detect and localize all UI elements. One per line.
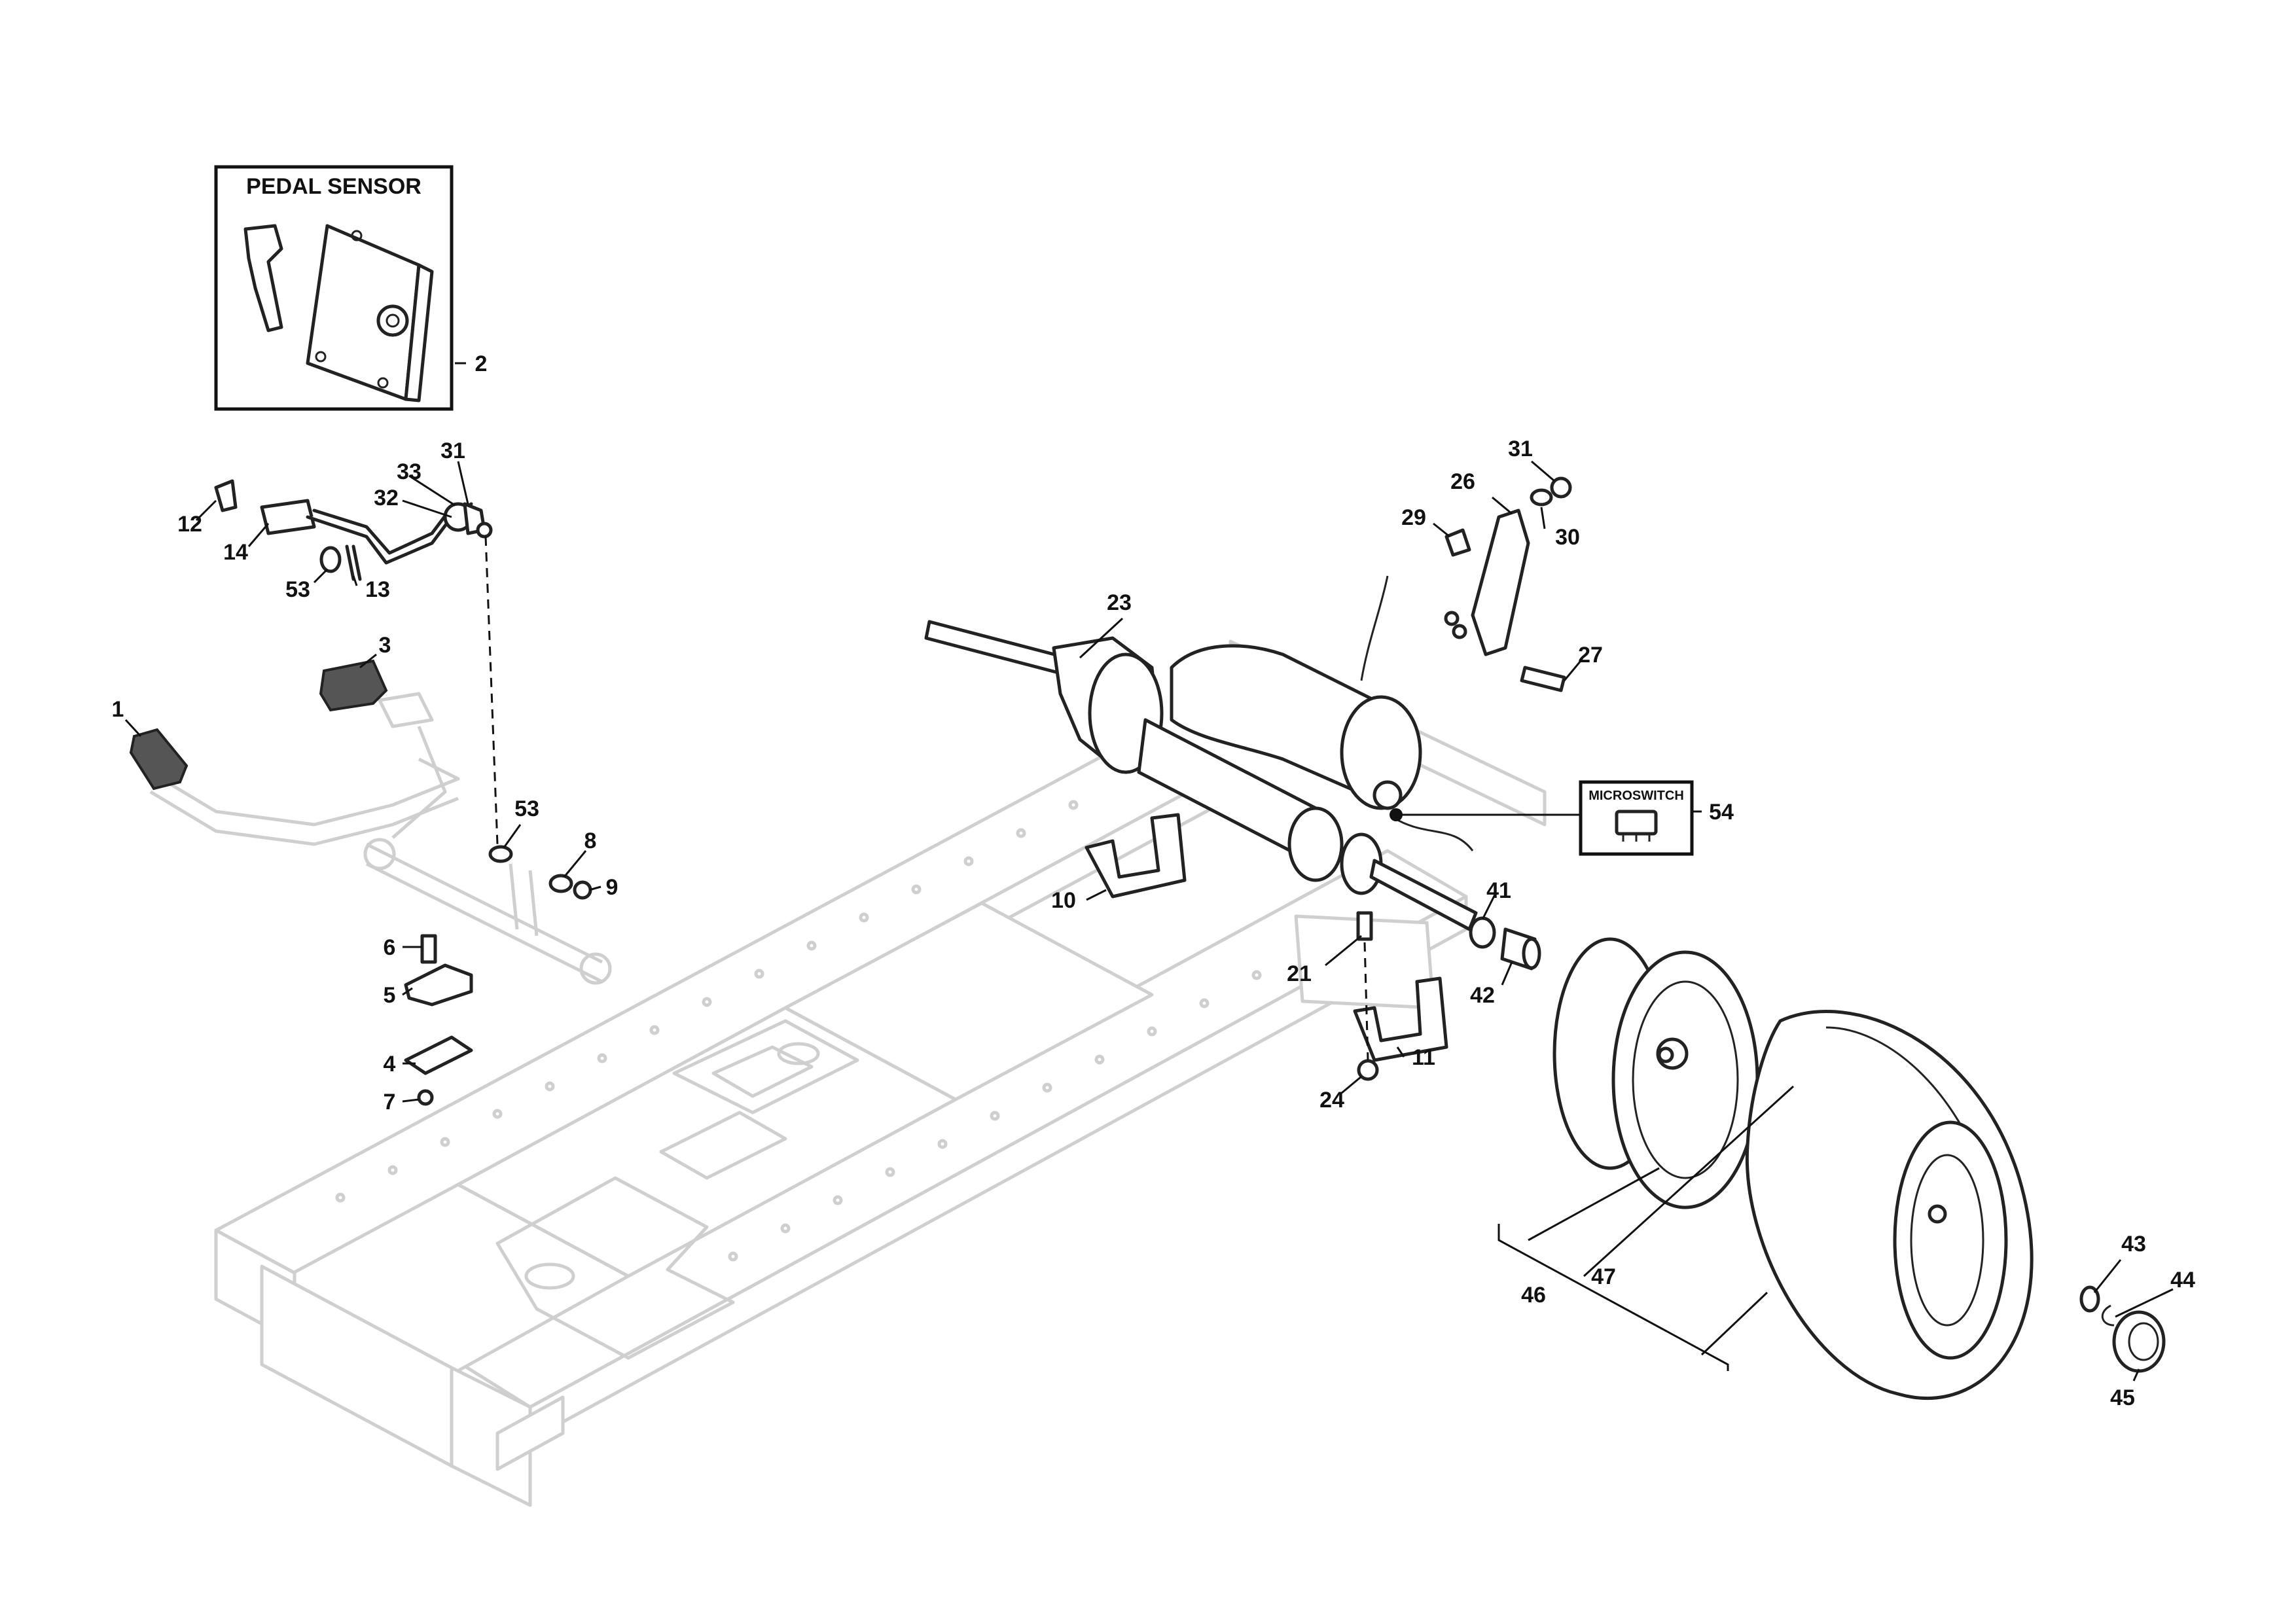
callout-47: 47 xyxy=(1591,1264,1616,1289)
callout-1: 1 xyxy=(112,697,124,722)
callout-labels: 1 2 3 4 5 6 7 8 9 10 11 12 13 14 21 23 2… xyxy=(112,351,2195,1410)
callout-14: 14 xyxy=(223,540,248,565)
callout-5: 5 xyxy=(384,983,396,1008)
callout-33: 33 xyxy=(397,459,422,484)
callout-2: 2 xyxy=(475,351,488,376)
pedal-sensor-box: PEDAL SENSOR xyxy=(214,165,454,411)
callout-7: 7 xyxy=(384,1090,396,1115)
callout-11: 11 xyxy=(1412,1045,1435,1070)
callout-24: 24 xyxy=(1319,1088,1344,1113)
callout-43: 43 xyxy=(2121,1232,2146,1257)
part-1-shape xyxy=(129,728,188,791)
callout-45: 45 xyxy=(2110,1385,2135,1410)
part-3-shape xyxy=(319,659,388,712)
callout-4: 4 xyxy=(384,1052,396,1077)
callout-26: 26 xyxy=(1450,469,1475,494)
callout-41: 41 xyxy=(1486,878,1511,903)
callout-23: 23 xyxy=(1107,590,1132,615)
callout-31-right: 31 xyxy=(1508,437,1533,461)
callout-32: 32 xyxy=(374,486,399,510)
callout-44: 44 xyxy=(2170,1268,2195,1293)
callout-27: 27 xyxy=(1578,643,1603,668)
callout-53-upper: 53 xyxy=(285,577,310,602)
leader-lines xyxy=(124,362,2174,1382)
transaxle xyxy=(924,575,1541,1081)
callout-42: 42 xyxy=(1470,983,1495,1008)
microswitch-title: MICROSWITCH xyxy=(1588,789,1684,803)
callout-12: 12 xyxy=(177,512,202,537)
callout-46: 46 xyxy=(1521,1283,1546,1308)
chassis-frame xyxy=(149,639,1547,1507)
callout-31-left: 31 xyxy=(440,438,465,463)
callout-3: 3 xyxy=(379,633,391,658)
callout-8: 8 xyxy=(584,829,597,853)
callout-6: 6 xyxy=(384,935,396,960)
callout-10: 10 xyxy=(1051,888,1076,913)
callout-29: 29 xyxy=(1401,505,1426,530)
callout-54: 54 xyxy=(1709,800,1734,825)
callout-21: 21 xyxy=(1287,961,1312,986)
microswitch-box: MICROSWITCH xyxy=(1579,780,1694,856)
pedal-sensor-title: PEDAL SENSOR xyxy=(246,174,422,199)
callout-13: 13 xyxy=(365,577,390,602)
switch-bracket xyxy=(1444,476,1572,692)
callout-9: 9 xyxy=(606,875,619,900)
callout-53-lower: 53 xyxy=(514,796,539,821)
callout-30: 30 xyxy=(1555,525,1580,550)
pedal-parts xyxy=(129,479,592,1106)
wheel-assembly xyxy=(1552,937,2166,1400)
